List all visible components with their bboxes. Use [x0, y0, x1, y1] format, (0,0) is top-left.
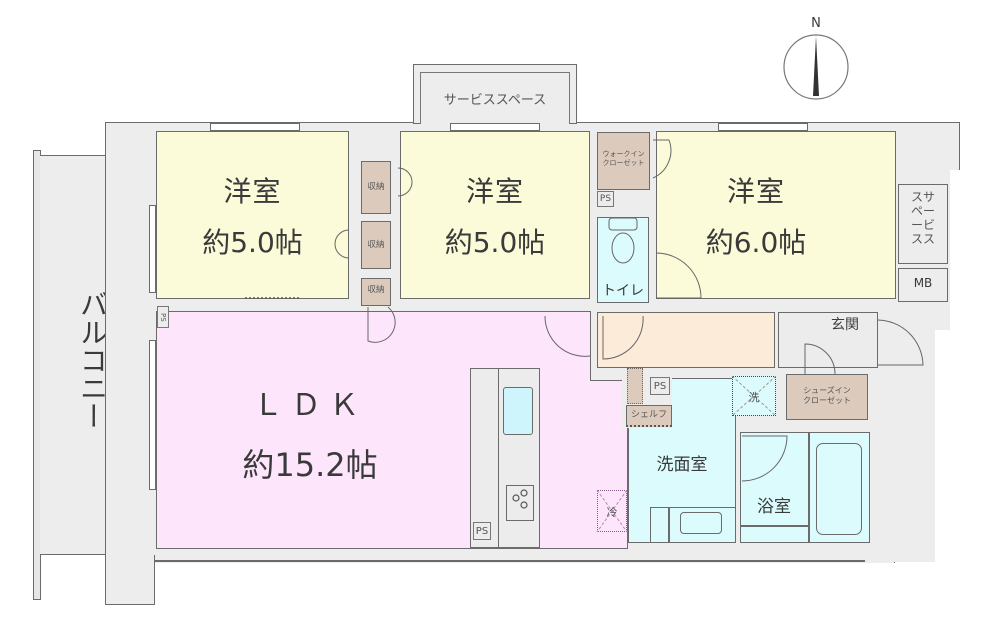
shelf-post — [627, 368, 643, 404]
closet-2 — [361, 221, 391, 269]
vanity-divider — [668, 507, 670, 543]
closet-1-label: 収納 — [367, 182, 385, 192]
western-room-3-size: 約6.0帖 — [705, 226, 807, 259]
ldk — [156, 311, 628, 549]
western-room-2 — [400, 131, 590, 299]
bottom-wall-line — [105, 560, 865, 562]
fridge-label: 冷 — [606, 506, 618, 519]
fridge-x-icon — [596, 489, 628, 533]
walk-in-closet-label: ウォークイン クローゼット — [597, 150, 650, 168]
compass-label: N — [811, 16, 821, 31]
window-balcony-ldk — [149, 340, 156, 490]
closet-1 — [361, 161, 391, 214]
pipe-space-wic: PS — [597, 191, 614, 207]
service-space-right-line3: ービ — [910, 218, 935, 232]
washer-space — [732, 376, 776, 416]
service-space-right-label: スサ ペー ービ スス — [900, 190, 946, 246]
closet-2-label: 収納 — [367, 240, 385, 250]
window-room3 — [718, 123, 808, 131]
window-balcony-room1 — [149, 205, 156, 293]
hallway — [597, 312, 775, 368]
western-room-2-size: 約5.0帖 — [444, 226, 546, 259]
right-white — [935, 330, 1000, 570]
washroom-label: 洗面室 — [656, 455, 708, 475]
toilet-icon — [608, 217, 638, 264]
western-room-1 — [156, 131, 349, 299]
meter-box — [898, 268, 948, 302]
closet-3-label: 収納 — [367, 285, 385, 295]
ldk-size: 約15.2帖 — [242, 446, 378, 484]
western-room-3 — [656, 131, 896, 299]
pipe-space-kitchen: PS — [473, 522, 491, 540]
shoes-in-closet — [786, 374, 868, 420]
stove-burners-icon — [512, 489, 528, 509]
window-room2 — [450, 123, 540, 131]
bathroom-step — [740, 525, 808, 527]
western-room-1-size: 約5.0帖 — [202, 226, 303, 259]
kitchen-counter — [470, 368, 500, 548]
washer-label: 洗 — [748, 391, 760, 404]
bottom-white — [107, 563, 897, 623]
vanity-basin — [680, 512, 722, 534]
toilet-label: トイレ — [602, 283, 644, 299]
meter-box-label: MB — [913, 276, 933, 290]
service-space-right-line1: スサ — [910, 190, 935, 204]
closet-3 — [361, 278, 391, 306]
window-room1 — [210, 123, 300, 131]
western-room-3-name: 洋室 — [726, 175, 785, 208]
walk-in-closet — [597, 132, 650, 190]
bathroom-divider — [808, 432, 810, 543]
toilet — [597, 217, 649, 303]
pipe-space-washroom: PS — [650, 377, 670, 395]
bathtub — [816, 443, 862, 535]
pipe-space-balcony: PS — [157, 306, 169, 328]
western-room-1-name: 洋室 — [223, 175, 282, 208]
service-space-top-label: サービススペース — [443, 93, 547, 108]
balcony-label: バルコニー — [76, 290, 109, 430]
shelf — [626, 405, 672, 427]
service-space-right-line4: スス — [910, 232, 935, 246]
walk-in-closet-label-line1: ウォークイン — [602, 150, 645, 158]
western-room-2-name: 洋室 — [465, 175, 524, 208]
shoes-in-closet-label: シューズイン クローゼット — [786, 386, 868, 406]
shoes-in-closet-label-line2: クローゼット — [803, 396, 851, 405]
entrance-label: 玄関 — [831, 317, 859, 333]
bathroom-label: 浴室 — [757, 497, 791, 517]
ldk-name: ＬＤＫ — [253, 388, 367, 423]
right-white-2 — [950, 170, 1000, 340]
service-space-right-line2: ペー — [910, 204, 935, 218]
kitchen-sink — [503, 387, 533, 435]
service-space-right — [898, 184, 948, 264]
walk-in-closet-label-line2: クローゼット — [602, 159, 645, 167]
north-compass-icon — [783, 34, 849, 100]
service-space-top-inner — [420, 72, 570, 124]
fridge-space — [597, 490, 627, 532]
shoes-in-closet-label-line1: シューズイン — [803, 386, 851, 395]
entrance — [778, 312, 878, 368]
shelf-label: シェルフ — [630, 410, 667, 420]
stove — [506, 485, 534, 521]
bottom-left-pillar — [105, 555, 155, 605]
